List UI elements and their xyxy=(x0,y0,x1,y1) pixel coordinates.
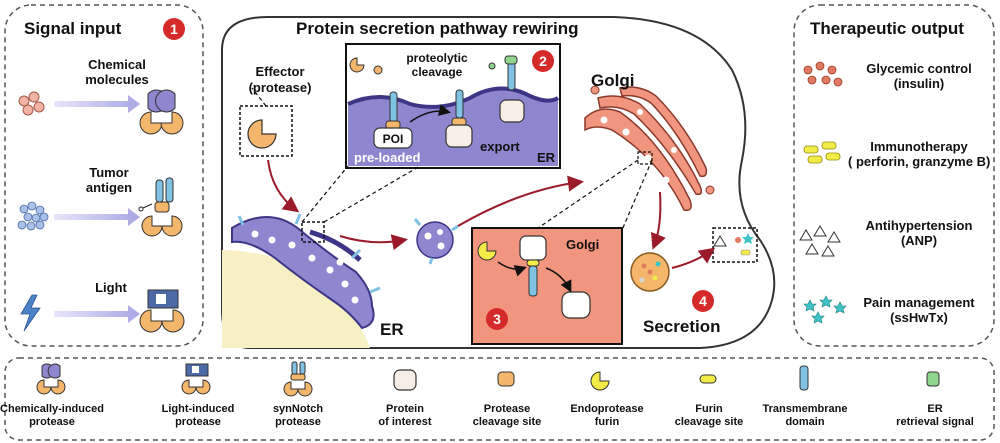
light-induced-protease-icon xyxy=(139,289,185,333)
output-antihypertension-name: Antihypertension xyxy=(865,218,973,233)
inset-golgi xyxy=(471,227,623,345)
legend-furin-cleavage-site-icon xyxy=(699,374,717,384)
legend-protein-of-interest-icon xyxy=(393,369,417,391)
light-label: Light xyxy=(95,280,127,295)
output-pain-management: Pain management (ssHwTx) xyxy=(852,296,986,324)
nucleus xyxy=(222,250,370,348)
legend-label-line1: Protein xyxy=(386,403,424,415)
legend-label-line2: domain xyxy=(785,415,825,428)
output-glycemic-control-name: Glycemic control xyxy=(866,61,972,76)
output-antihypertension: Antihypertension (ANP) xyxy=(852,219,986,247)
poi-label: POI xyxy=(382,132,404,146)
output-glycemic-control-detail: (insulin) xyxy=(893,76,945,91)
legend-protease-cleavage-site-icon xyxy=(497,371,515,387)
output-immunotherapy-detail: ( perforin, granzyme B) xyxy=(848,154,991,169)
output-antihypertension-detail: (ANP) xyxy=(900,233,938,248)
legend-label-line2: furin xyxy=(594,415,620,428)
signal-arrows xyxy=(54,95,140,323)
therapeutic-output-panel xyxy=(793,4,995,347)
pre-loaded-label: pre-loaded xyxy=(354,150,421,165)
perforin-icon xyxy=(803,141,841,164)
export-label: export xyxy=(480,139,520,154)
step-3-badge: 3 xyxy=(486,308,508,330)
protease-icon xyxy=(247,119,277,149)
step-2-badge: 2 xyxy=(532,50,554,72)
legend-label-line1: Protease xyxy=(483,403,531,415)
chemically-induced-protease-icon xyxy=(139,89,184,135)
chemical-molecules-icon xyxy=(18,91,45,116)
golgi-zoom-box xyxy=(637,151,653,165)
tumor-antigen-label: Tumor antigen xyxy=(85,165,133,195)
legend-label-line2: protease xyxy=(175,415,221,428)
legend-light-induced-protease-icon xyxy=(181,363,211,395)
golgi-label: Golgi xyxy=(591,71,635,90)
legend-label-line1: Chemically-induced xyxy=(0,403,104,415)
vesicle-icon xyxy=(413,218,459,265)
legend-transmembrane-domain-icon xyxy=(799,365,809,391)
step-4-badge: 4 xyxy=(692,290,714,312)
output-immunotherapy-name: Immunotherapy xyxy=(870,139,968,154)
inset-er-label: ER xyxy=(537,150,556,165)
er-icon xyxy=(231,213,381,330)
anp-icon xyxy=(799,225,841,257)
legend-label-line2: cleavage site xyxy=(674,415,744,428)
inset-er xyxy=(345,43,561,169)
legend-chemically-induced-protease-icon xyxy=(36,363,66,395)
sshwtx-icon xyxy=(803,295,847,324)
legend-label-line1: Transmembrane xyxy=(762,403,848,415)
signal-input-panel xyxy=(4,4,204,347)
secreted-cargo-box xyxy=(712,227,758,263)
legend-label-line2: retrieval signal xyxy=(896,415,974,428)
signal-input-title: Signal input xyxy=(24,19,122,38)
effector-label: Effector (protease) xyxy=(248,64,312,95)
zoom-lines xyxy=(251,87,653,231)
legend-label-line1: Light-induced xyxy=(161,403,235,415)
legend-label-line2: cleavage site xyxy=(472,415,542,428)
output-pain-management-name: Pain management xyxy=(863,295,975,310)
tumor-antigen-icon xyxy=(17,201,49,231)
legend-label-line2: protease xyxy=(275,415,321,428)
legend-panel xyxy=(4,357,995,441)
insulin-icon xyxy=(803,61,843,87)
light-bolt-icon xyxy=(20,294,41,332)
legend-label-line1: Endoprotease xyxy=(570,403,644,415)
secretory-vesicle xyxy=(630,252,670,292)
legend-synnotch-protease-icon xyxy=(283,361,313,397)
legend-er-retrieval-signal-icon xyxy=(926,371,940,387)
proteolytic-cleavage-label: proteolytic cleavage xyxy=(406,51,468,79)
secretion-label: Secretion xyxy=(643,317,721,336)
synnotch-protease-icon xyxy=(138,177,183,237)
legend-label-line1: Furin xyxy=(695,403,723,415)
legend-label-line2: protease xyxy=(29,415,75,428)
legend-furin-icon xyxy=(590,371,610,391)
er-label: ER xyxy=(380,320,404,339)
output-immunotherapy: Immunotherapy ( perforin, granzyme B) xyxy=(848,140,990,168)
pathway-title: Protein secretion pathway rewiring xyxy=(296,19,579,38)
output-glycemic-control: Glycemic control (insulin) xyxy=(852,62,986,90)
er-zoom-box xyxy=(301,221,325,243)
step-1-badge: 1 xyxy=(163,18,185,40)
flow-arrows xyxy=(267,159,716,269)
legend-label-line1: synNotch xyxy=(272,403,324,415)
inset-golgi-label: Golgi xyxy=(566,237,600,252)
golgi-icon xyxy=(584,85,715,212)
output-pain-management-detail: (ssHwTx) xyxy=(890,310,948,325)
legend-label-line1: ER xyxy=(927,403,943,415)
therapeutic-output-title: Therapeutic output xyxy=(810,19,964,38)
chemical-molecules-label: Chemical molecules xyxy=(85,57,149,87)
legend-label-line2: of interest xyxy=(378,415,432,428)
